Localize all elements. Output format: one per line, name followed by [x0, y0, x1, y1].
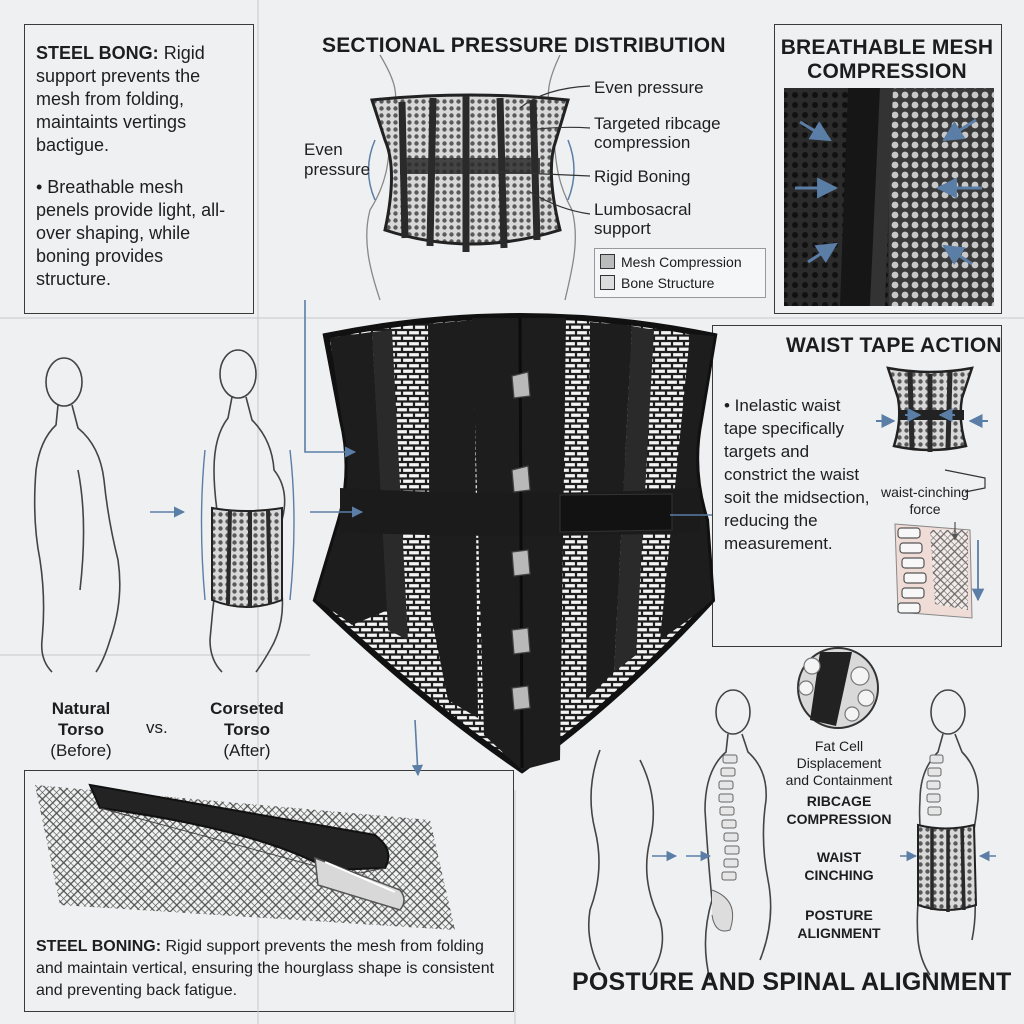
steel-bong-body: Rigid support prevents the mesh from fol… [36, 43, 205, 155]
sectional-label-even: Even pressure [594, 78, 704, 97]
waist-tape-title: WAIST TAPE ACTION [786, 334, 1002, 357]
natural-line-2: Torso [58, 720, 104, 739]
legend-bone-row: Bone Structure [600, 273, 760, 294]
steel-bong-title: STEEL BONG: [36, 43, 159, 63]
sectional-pressure-arrows [367, 139, 575, 201]
steel-bong-text: STEEL BONG: Rigid support prevents the m… [36, 42, 236, 157]
legend-mesh-swatch [600, 254, 615, 269]
ribcage-label-2: COMPRESSION [786, 811, 892, 827]
corseted-line-3: (After) [223, 741, 271, 760]
sectional-label-boning: Rigid Boning [594, 167, 691, 186]
legend-bone-swatch [600, 275, 615, 290]
sectional-label-ribcage: Targeted ribcage compression [594, 114, 721, 152]
natural-torso-label: Natural Torso (Before) [36, 698, 126, 761]
fat-line-1: Fat Cell Displacement [796, 738, 882, 771]
waist-tape-mini-corset [886, 366, 974, 452]
waist-tape-text: • Inelastic waist tape specifically targ… [724, 396, 870, 553]
waist-label-2: CINCHING [804, 867, 874, 883]
steel-boning-title: STEEL BONING: [36, 938, 162, 955]
ribcage-line-1: Targeted ribcage [594, 114, 721, 133]
sectional-leader-lines [499, 85, 591, 215]
posture-figure-right [916, 689, 979, 976]
even-label-1: Even [304, 140, 343, 159]
natural-line-1: Natural [51, 699, 111, 718]
fat-line-2: and Containment [785, 772, 893, 788]
breathable-title: BREATHABLE MESH COMPRESSION [776, 36, 998, 84]
legend-bone-label: Bone Structure [621, 275, 715, 291]
posture-alignment-label: POSTURE ALIGNMENT [784, 906, 894, 942]
vs-label: vs. [146, 718, 168, 737]
ribcage-line-2: compression [594, 133, 691, 152]
steel-boning-text: STEEL BONING: Rigid support prevents the… [36, 936, 496, 1002]
waist-force-label: waist-cinching force [870, 484, 980, 518]
legend-mesh-label: Mesh Compression [621, 254, 742, 270]
natural-torso-figure [33, 357, 121, 673]
ribcage-compression-label: RIBCAGE COMPRESSION [784, 792, 894, 828]
breathable-title-2: COMPRESSION [807, 60, 967, 83]
sectional-label-lumbo: Lumbosacral support [594, 200, 691, 238]
corseted-line-2: Torso [224, 720, 270, 739]
posture-label-2: ALIGNMENT [797, 925, 881, 941]
fat-cell-magnifier [797, 647, 879, 729]
waist-tape-arrows [876, 408, 988, 428]
sectional-corset [369, 93, 570, 252]
force-line-2: force [909, 501, 941, 517]
breathable-mesh-panel [774, 24, 1002, 314]
legend-mesh-row: Mesh Compression [600, 252, 760, 273]
steel-boning-body: Rigid support prevents the mesh from fol… [36, 938, 495, 999]
breathable-title-1: BREATHABLE MESH [780, 36, 994, 59]
steel-boning-panel [24, 770, 514, 1012]
steel-bong-bullet: • Breathable mesh penels provide light, … [36, 177, 226, 289]
posture-title: POSTURE AND SPINAL ALIGNMENT [572, 968, 1012, 996]
posture-figure-middle [704, 689, 772, 981]
sectional-legend: Mesh Compression Bone Structure [594, 248, 766, 298]
corseted-torso-figure [200, 349, 295, 673]
corseted-torso-label: Corseted Torso (After) [200, 698, 294, 761]
ribcage-label-1: RIBCAGE [806, 793, 872, 809]
steel-boning-illustration [35, 783, 455, 930]
sectional-title: SECTIONAL PRESSURE DISTRIBUTION [322, 34, 726, 57]
steel-bong-panel [24, 24, 254, 314]
lumbo-line-2: support [594, 219, 651, 238]
force-leader [944, 469, 986, 493]
posture-label-1: POSTURE [805, 907, 873, 923]
fat-cell-label: Fat Cell Displacement and Containment [774, 738, 904, 789]
waist-label-1: WAIST [816, 849, 862, 865]
breathable-compression-arrows [795, 118, 982, 266]
main-corset [312, 313, 718, 774]
waist-tape-panel [712, 325, 1002, 647]
sectional-left-label: Even pressure [304, 140, 370, 180]
corseted-line-1: Corseted [210, 699, 284, 718]
lumbo-line-1: Lumbosacral [594, 200, 692, 219]
breathable-mesh-closeup [784, 88, 994, 306]
even-label-2: pressure [304, 160, 371, 179]
force-line-1: waist-cinching [881, 484, 969, 500]
posture-figure-left [587, 749, 664, 976]
waist-cinching-label: WAIST CINCHING [784, 848, 894, 884]
connector-arrows [304, 300, 712, 777]
spine-section-illustration [894, 522, 985, 619]
natural-line-3: (Before) [50, 741, 112, 760]
